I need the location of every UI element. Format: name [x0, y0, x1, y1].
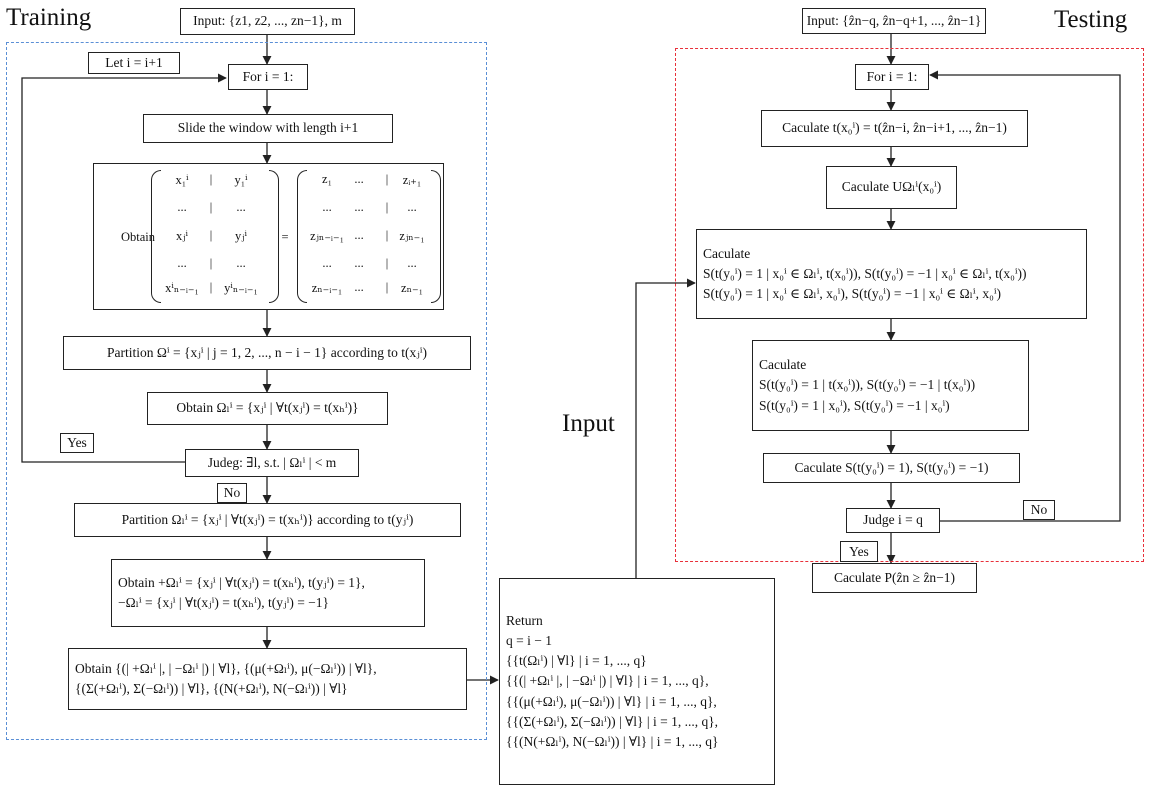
matrix-left-cell: xⁱₙ₋ᵢ₋₁: [165, 281, 199, 295]
obtain-stats-box: Obtain {(| +Ωₗⁱ |, | −Ωₗⁱ |) | ∀l}, {(μ(…: [68, 648, 467, 710]
matrix-left-cell: |: [209, 172, 213, 186]
obtain-pm-line-1: Obtain +Ωₗⁱ = {xⱼⁱ | ∀t(xⱼⁱ) = t(xₕⁱ), t…: [118, 574, 365, 590]
matrix-right-cell: |: [385, 200, 389, 214]
matrix-right-cell: ...: [407, 200, 417, 214]
return-line-0: Return: [506, 612, 543, 628]
matrix-left-paren-open: [151, 170, 161, 303]
matrix-equals: =: [281, 230, 289, 244]
matrix-left-cell: ...: [177, 200, 187, 214]
matrix-right-cell: |: [385, 172, 389, 186]
training-region: [6, 42, 487, 740]
matrix-right-cell: ...: [354, 256, 364, 270]
let-i-increment-tag: Let i = i+1: [88, 52, 180, 74]
matrix-right-paren-close: [431, 170, 441, 303]
testing-input-box: Input: {ẑn−q, ẑn−q+1, ..., ẑn−1}: [802, 8, 986, 34]
return-line-2: {{t(Ωₗⁱ) | ∀l} | i = 1, ..., q}: [506, 653, 647, 669]
matrix-left-cell: y₁ⁱ: [234, 173, 248, 187]
matrix-left-cell: |: [209, 200, 213, 214]
matrix-right-cell: ...: [354, 172, 364, 186]
calc-s1-line-2: S(t(y₀ⁱ) = 1 | x₀ⁱ ∈ Ωₗⁱ, x₀ⁱ), S(t(y₀ⁱ)…: [703, 286, 1002, 302]
matrix-right-cell: zⱼₙ₋ᵢ₋₁: [310, 229, 344, 243]
testing-region: [675, 48, 1144, 562]
matrix-left-cell: |: [209, 280, 213, 294]
matrix-left-cell: |: [209, 228, 213, 242]
matrix-left-paren-close: [269, 170, 279, 303]
matrix-right-cell: |: [385, 280, 389, 294]
calc-p-box: Caculate P(ẑn ≥ ẑn−1): [812, 563, 977, 593]
matrix-left-cell: xⱼⁱ: [175, 229, 189, 243]
obtain-omega-l-box: Obtain Ωₗⁱ = {xⱼⁱ | ∀t(xⱼⁱ) = t(xₕⁱ)}: [147, 392, 388, 425]
matrix-right-cell: |: [385, 228, 389, 242]
obtain-plus-minus-box: Obtain +Ωₗⁱ = {xⱼⁱ | ∀t(xⱼⁱ) = t(xₕⁱ), t…: [111, 559, 425, 627]
testing-for-loop-box: For i = 1:: [855, 64, 929, 90]
matrix-right-cell: ...: [354, 200, 364, 214]
calc-s2-box: Caculate S(t(y₀ⁱ) = 1 | t(x₀ⁱ)), S(t(y₀ⁱ…: [752, 340, 1029, 431]
matrix-right-cell: zᵢ₊₁: [402, 173, 422, 187]
matrix-left-cell: |: [209, 256, 213, 270]
matrix-right-cell: ...: [322, 200, 332, 214]
matrix-right-cell: ...: [354, 280, 364, 294]
slide-window-box: Slide the window with length i+1: [143, 114, 393, 143]
calc-s2-line-0: Caculate: [759, 357, 807, 373]
calc-s2-line-2: S(t(y₀ⁱ) = 1 | x₀ⁱ), S(t(y₀ⁱ) = −1 | x₀ⁱ…: [759, 397, 950, 413]
matrix-right-paren-open: [297, 170, 307, 303]
matrix-right-cell: z₁: [322, 172, 332, 186]
matrix-right-cell: ...: [407, 256, 417, 270]
matrix-left-cell: ...: [177, 256, 187, 270]
training-input-box: Input: {z1, z2, ..., zn−1}, m: [180, 8, 355, 35]
return-box: Return q = i − 1 {{t(Ωₗⁱ) | ∀l} | i = 1,…: [499, 578, 775, 785]
calc-s1-box: Caculate S(t(y₀ⁱ) = 1 | x₀ⁱ ∈ Ωₗⁱ, t(x₀ⁱ…: [696, 229, 1087, 319]
no-tag-testing: No: [1023, 500, 1055, 520]
matrix-left-cell: ...: [236, 200, 246, 214]
calc-u-box: Caculate UΩₗⁱ(x₀ⁱ): [826, 166, 957, 209]
obtain-stats-line-2: {(Σ(+Ωₗⁱ), Σ(−Ωₗⁱ)) | ∀l}, {(N(+Ωₗⁱ), N(…: [75, 681, 348, 696]
matrix-left-cell: ...: [236, 256, 246, 270]
judge-box-training: Judeg: ∃l, s.t. | Ωₗⁱ | < m: [185, 449, 359, 477]
calc-t-box: Caculate t(x₀ⁱ) = t(ẑn−i, ẑn−i+1, ..., ẑ…: [761, 110, 1028, 147]
matrix-left-cell: yⱼⁱ: [234, 229, 248, 243]
matrix-right-cell: |: [385, 256, 389, 270]
matrix-right-cell: zⱼₙ₋₁: [399, 229, 425, 243]
yes-tag-training: Yes: [60, 433, 94, 453]
obtain-pm-line-2: −Ωₗⁱ = {xⱼⁱ | ∀t(xⱼⁱ) = t(xₕⁱ), t(yⱼⁱ) =…: [118, 595, 330, 610]
arrow-yes-loop: [21, 73, 227, 463]
no-tag-training: No: [217, 483, 247, 503]
training-title: Training: [6, 4, 92, 31]
matrix-obtain-label: Obtain: [121, 230, 156, 244]
calc-s1-line-1: S(t(y₀ⁱ) = 1 | x₀ⁱ ∈ Ωₗⁱ, t(x₀ⁱ)), S(t(y…: [703, 265, 1027, 281]
obtain-stats-line-1: Obtain {(| +Ωₗⁱ |, | −Ωₗⁱ |) | ∀l}, {(μ(…: [75, 660, 377, 676]
matrix-right-cell: zₙ₋₁: [401, 281, 423, 295]
calc-s3-box: Caculate S(t(y₀ⁱ) = 1), S(t(y₀ⁱ) = −1): [763, 453, 1020, 483]
calc-s1-line-0: Caculate: [703, 245, 751, 261]
matrix-left-cell: yⁱₙ₋ᵢ₋₁: [224, 281, 258, 295]
return-line-3: {{(| +Ωₗⁱ |, | −Ωₗⁱ |) | ∀l} | i = 1, ..…: [506, 673, 709, 689]
return-line-5: {{(Σ(+Ωₗⁱ), Σ(−Ωₗⁱ)) | ∀l} | i = 1, ...,…: [506, 713, 719, 729]
arrow-no-loop: [929, 70, 1121, 522]
judge-box-testing: Judge i = q: [846, 508, 940, 533]
return-line-6: {{(N(+Ωₗⁱ), N(−Ωₗⁱ)) | ∀l} | i = 1, ...,…: [506, 734, 719, 750]
training-for-loop-box: For i = 1:: [228, 64, 308, 90]
matrix-right-cell: ...: [322, 256, 332, 270]
matrix-right-cell: ...: [354, 228, 364, 242]
return-line-1: q = i − 1: [506, 632, 552, 648]
partition-omega-l-box: Partition Ωₗⁱ = {xⱼⁱ | ∀t(xⱼⁱ) = t(xₕⁱ)}…: [74, 503, 461, 537]
calc-s2-line-1: S(t(y₀ⁱ) = 1 | t(x₀ⁱ)), S(t(y₀ⁱ) = −1 | …: [759, 377, 976, 393]
matrix-left-cell: x₁ⁱ: [175, 173, 189, 187]
return-line-4: {{(μ(+Ωₗⁱ), μ(−Ωₗⁱ)) | ∀l} | i = 1, ...,…: [506, 693, 717, 709]
matrix-box: Obtain = x₁ⁱ | y₁ⁱ... |... xⱼⁱ | yⱼⁱ... |... xⁱₙ…: [93, 163, 444, 310]
input-label: Input: [562, 410, 615, 437]
matrix-right-cell: zₙ₋ᵢ₋₁: [311, 281, 343, 295]
partition-omega-box: Partition Ωⁱ = {xⱼⁱ | j = 1, 2, ..., n −…: [63, 336, 471, 370]
testing-title: Testing: [1054, 6, 1128, 33]
yes-tag-testing: Yes: [840, 541, 878, 562]
